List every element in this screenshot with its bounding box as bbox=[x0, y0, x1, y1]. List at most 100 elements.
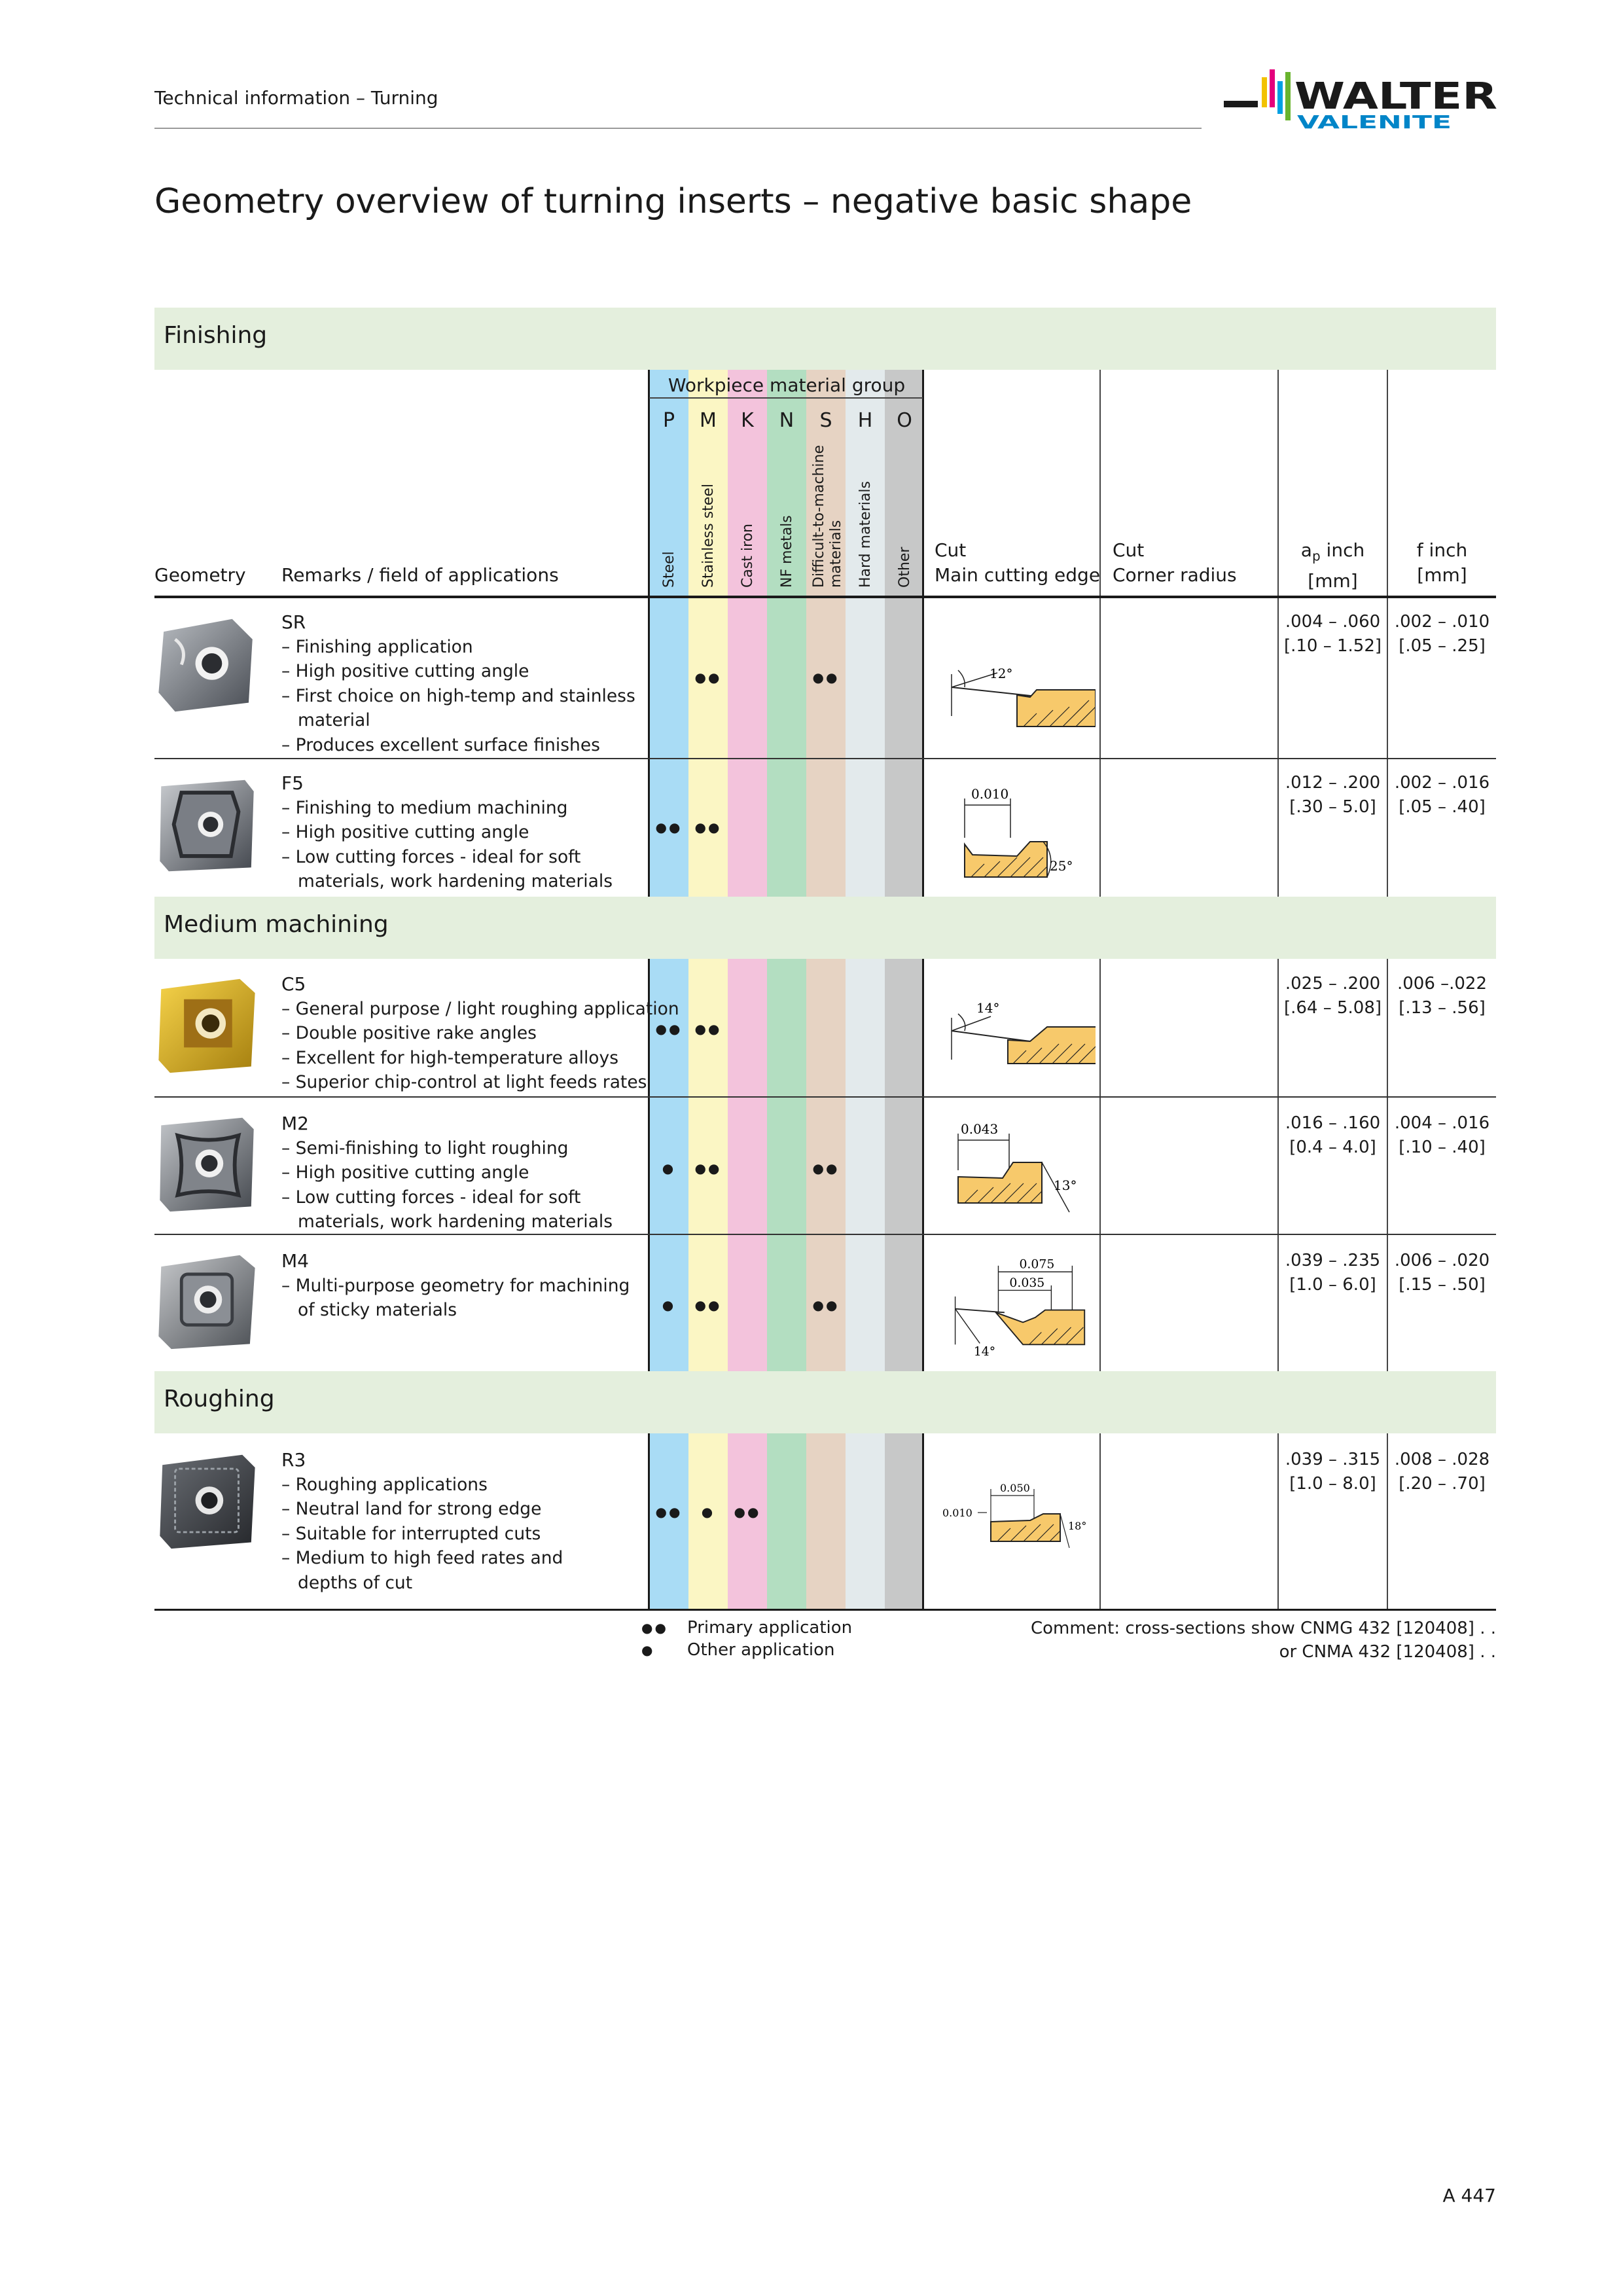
insert-image-m2 bbox=[160, 1117, 254, 1212]
table-vline bbox=[1099, 370, 1101, 897]
remarks-f5: F5 – Finishing to medium machining – Hig… bbox=[281, 771, 664, 894]
geometry-name-m4: M4 bbox=[281, 1250, 309, 1272]
legend: ●● Primary application ● Other application bbox=[641, 1617, 852, 1661]
geometry-name-c5: C5 bbox=[281, 973, 306, 995]
cut-label-f5-angle: 25° bbox=[1050, 858, 1073, 874]
cut-label-m4-land2: 0.035 bbox=[1009, 1276, 1044, 1290]
ap-value-m4: .039 – .235[1.0 – 6.0] bbox=[1285, 1251, 1381, 1295]
row-divider bbox=[154, 1234, 1496, 1235]
page-title: Geometry overview of turning inserts – n… bbox=[154, 182, 1192, 221]
material-letter-m: M bbox=[700, 409, 717, 432]
dots-c5-p: ●● bbox=[655, 1021, 683, 1037]
section-roughing: Roughing bbox=[154, 1371, 1496, 1433]
table-vline bbox=[1277, 1433, 1279, 1610]
svg-text:VALENITE: VALENITE bbox=[1297, 111, 1452, 133]
dots-f5-p: ●● bbox=[655, 819, 683, 835]
comment-note: Comment: cross-sections show CNMG 432 [1… bbox=[1030, 1619, 1496, 1662]
remarks-m2: M2 – Semi-finishing to light roughing – … bbox=[281, 1111, 664, 1234]
material-name-steel: Steel bbox=[661, 551, 677, 588]
table-vline bbox=[1387, 370, 1388, 897]
ap-value-c5: .025 – .200[.64 – 5.08] bbox=[1283, 974, 1382, 1018]
insert-image-c5 bbox=[158, 978, 255, 1073]
material-letter-n: N bbox=[779, 409, 794, 432]
dots-m4-m: ●● bbox=[694, 1297, 722, 1313]
cut-label-r3-angle: 18° bbox=[1068, 1520, 1086, 1532]
svg-text:WALTER: WALTER bbox=[1294, 75, 1497, 118]
f-value-m2: .004 – .016[.10 – .40] bbox=[1394, 1113, 1490, 1157]
dots-m2-p: ● bbox=[662, 1160, 676, 1176]
material-name-hard: Hard materials bbox=[857, 481, 874, 588]
table-vline bbox=[648, 959, 650, 1371]
dots-f5-m: ●● bbox=[694, 819, 722, 835]
cut-diagram-f5: 0.010 25° bbox=[964, 786, 1073, 878]
cut-label-f5-land: 0.010 bbox=[971, 786, 1008, 802]
material-letter-s: S bbox=[819, 409, 832, 432]
table-vline bbox=[648, 1433, 650, 1610]
legend-other-label: Other application bbox=[687, 1640, 835, 1660]
walter-valenite-logo: WALTER VALENITE bbox=[1224, 69, 1497, 133]
group-header-divider bbox=[649, 397, 923, 399]
cut-diagram-c5: 14° bbox=[951, 1000, 1096, 1064]
section-finishing: Finishing bbox=[154, 308, 1496, 370]
header-bottom-rule bbox=[154, 596, 1496, 598]
geometry-name-f5: F5 bbox=[281, 772, 304, 794]
cut-diagram-sr: 12° bbox=[951, 666, 1096, 727]
material-name-stainless: Stainless steel bbox=[700, 484, 717, 588]
cut-diagram-m2: 0.043 13° bbox=[957, 1121, 1077, 1213]
ap-value-sr: .004 – .060[.10 – 1.52] bbox=[1283, 612, 1382, 656]
f-value-sr: .002 – .010[.05 – .25] bbox=[1394, 612, 1490, 656]
cut-label-m4-land1: 0.075 bbox=[1019, 1258, 1054, 1272]
column-header-geometry: Geometry bbox=[154, 564, 246, 586]
table-bottom-rule bbox=[154, 1609, 1496, 1611]
geometry-name-sr: SR bbox=[281, 611, 306, 633]
dots-r3-k: ●● bbox=[734, 1504, 761, 1520]
ap-value-r3: .039 – .315[1.0 – 8.0] bbox=[1285, 1450, 1381, 1494]
dots-m4-s: ●● bbox=[812, 1297, 840, 1313]
table-vline bbox=[1387, 1433, 1388, 1610]
cut-diagram-r3: 0.050 0.010 18° bbox=[942, 1482, 1086, 1549]
table-vline bbox=[1099, 959, 1101, 1371]
column-header-remarks: Remarks / field of applications bbox=[281, 564, 559, 586]
geometry-name-m2: M2 bbox=[281, 1113, 309, 1134]
material-name-cast-iron: Cast iron bbox=[740, 523, 756, 588]
column-header-f: f inch[mm] bbox=[1416, 539, 1468, 586]
material-group-header: Workpiece material group bbox=[668, 374, 906, 396]
dots-r3-p: ●● bbox=[655, 1504, 683, 1520]
legend-primary-symbol: ●● bbox=[641, 1620, 668, 1636]
remarks-sr: SR – Finishing application – High positi… bbox=[281, 610, 638, 757]
material-name-nf-metals: NF metals bbox=[779, 515, 795, 588]
row-divider bbox=[154, 758, 1496, 759]
section-medium-machining: Medium machining bbox=[154, 897, 1496, 959]
dots-sr-s: ●● bbox=[812, 670, 840, 685]
dots-m2-m: ●● bbox=[694, 1160, 722, 1176]
table-vline bbox=[1099, 1433, 1101, 1610]
cut-label-m4-angle: 14° bbox=[974, 1345, 995, 1358]
dots-c5-m: ●● bbox=[694, 1021, 722, 1037]
legend-primary-label: Primary application bbox=[687, 1618, 853, 1638]
legend-other-symbol: ● bbox=[641, 1642, 653, 1658]
cut-label-r3-land: 0.050 bbox=[1000, 1482, 1030, 1494]
dots-m2-s: ●● bbox=[812, 1160, 840, 1176]
table-vline bbox=[922, 959, 924, 1371]
geometry-name-r3: R3 bbox=[281, 1449, 306, 1471]
geometry-overview-table: Finishing Medium machining Roughing Work… bbox=[154, 308, 1496, 1611]
material-letter-p: P bbox=[662, 409, 675, 432]
ap-value-m2: .016 – .160[0.4 – 4.0] bbox=[1285, 1113, 1381, 1157]
material-name-difficult: Difficult-to-machine materials bbox=[811, 444, 844, 588]
cut-label-r3-depth: 0.010 bbox=[942, 1507, 972, 1519]
f-value-r3: .008 – .028[.20 – .70] bbox=[1394, 1450, 1490, 1494]
remarks-c5: C5 – General purpose / light roughing ap… bbox=[281, 973, 679, 1092]
table-vline bbox=[922, 370, 924, 897]
table-vline bbox=[1277, 959, 1279, 1371]
header-divider bbox=[154, 128, 1202, 129]
dots-m4-p: ● bbox=[662, 1297, 676, 1313]
material-letter-h: H bbox=[857, 409, 873, 432]
material-letter-k: K bbox=[741, 409, 754, 432]
material-letter-o: O bbox=[897, 409, 912, 432]
table-vline bbox=[1387, 959, 1388, 1371]
cut-label-m2-land: 0.043 bbox=[961, 1121, 998, 1137]
f-value-m4: .006 – .020[.15 – .50] bbox=[1394, 1251, 1490, 1295]
cut-label-sr-angle: 12° bbox=[990, 666, 1012, 681]
